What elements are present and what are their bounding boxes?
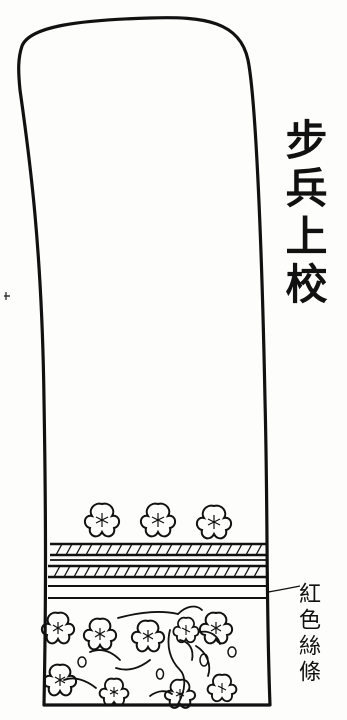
cuff-outline <box>17 16 272 707</box>
rank-title-label: 步兵上校 <box>279 118 328 310</box>
cord-band-upper <box>50 542 266 561</box>
blossom-upper-3 <box>196 504 232 540</box>
blossom-lower-8 <box>164 678 196 709</box>
cord-band-lower <box>48 564 268 599</box>
blossom-lower-3 <box>131 619 165 653</box>
blossom-lower-5 <box>199 611 233 645</box>
blossom-lower-4 <box>172 616 200 644</box>
flower-buds <box>77 646 237 680</box>
blossom-lower-6 <box>43 663 77 697</box>
stray-mark <box>4 292 10 300</box>
annotation-leader-line <box>267 585 301 593</box>
blossom-upper-1 <box>84 502 120 538</box>
blossom-lower-1 <box>41 611 75 645</box>
blossom-lower-9 <box>206 673 238 703</box>
blossom-upper-2 <box>140 502 176 538</box>
red-silk-cord-annotation: 紅色絲條 <box>295 582 320 686</box>
blossom-lower-2 <box>83 617 117 651</box>
blossom-lower-7 <box>98 677 130 707</box>
